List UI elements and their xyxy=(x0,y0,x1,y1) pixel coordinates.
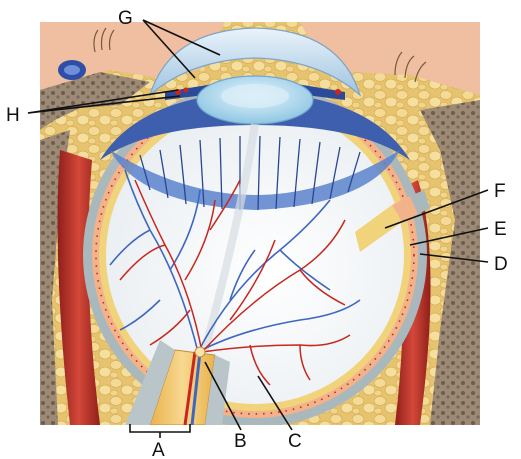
upper-eyelid-right xyxy=(300,22,480,95)
choroid-cut-edge xyxy=(392,196,418,222)
retina-cut-edge xyxy=(355,205,402,252)
orbital-bone-left xyxy=(40,130,70,425)
orbital-bone-right xyxy=(420,100,480,425)
leader-h-2 xyxy=(27,95,181,114)
leader-d xyxy=(419,253,489,263)
central-retinal-vein xyxy=(190,351,202,426)
orbital-bone-upper-left xyxy=(40,72,150,130)
retinal-veins xyxy=(109,169,361,353)
vitreous-body xyxy=(106,106,404,404)
leader-g-1 xyxy=(142,19,221,56)
label-c: C xyxy=(288,431,302,452)
optic-nerve-sheath-left xyxy=(125,340,175,425)
label-g: G xyxy=(118,8,133,29)
cornea xyxy=(148,27,362,97)
label-a: A xyxy=(152,440,165,459)
extraocular-muscle-left xyxy=(57,150,100,425)
leader-f xyxy=(384,189,489,229)
label-e: E xyxy=(494,219,507,240)
leader-c xyxy=(257,375,293,431)
retinal-pigment-dots xyxy=(95,95,415,415)
optic-nerve-sheath-right xyxy=(205,355,230,425)
label-h: H xyxy=(6,105,20,126)
optic-disc xyxy=(194,346,206,358)
retinal-arteries xyxy=(119,179,351,386)
ciliary-processes xyxy=(110,150,400,210)
optic-nerve xyxy=(125,340,230,426)
ciliary-body xyxy=(100,92,410,160)
leader-b xyxy=(204,361,242,431)
leader-e xyxy=(409,227,489,246)
label-b: B xyxy=(234,431,247,452)
hyaloid-canal xyxy=(201,123,259,352)
leader-lines xyxy=(27,19,489,438)
leader-h-1 xyxy=(27,89,179,114)
label-f: F xyxy=(494,181,506,202)
label-d: D xyxy=(494,254,508,275)
eyelashes xyxy=(93,27,427,83)
ciliary-striations xyxy=(139,135,361,211)
leader-g-2 xyxy=(142,19,196,79)
central-retinal-artery xyxy=(183,351,197,426)
sclera-cut-edge xyxy=(410,190,430,214)
eyeball xyxy=(83,27,430,427)
